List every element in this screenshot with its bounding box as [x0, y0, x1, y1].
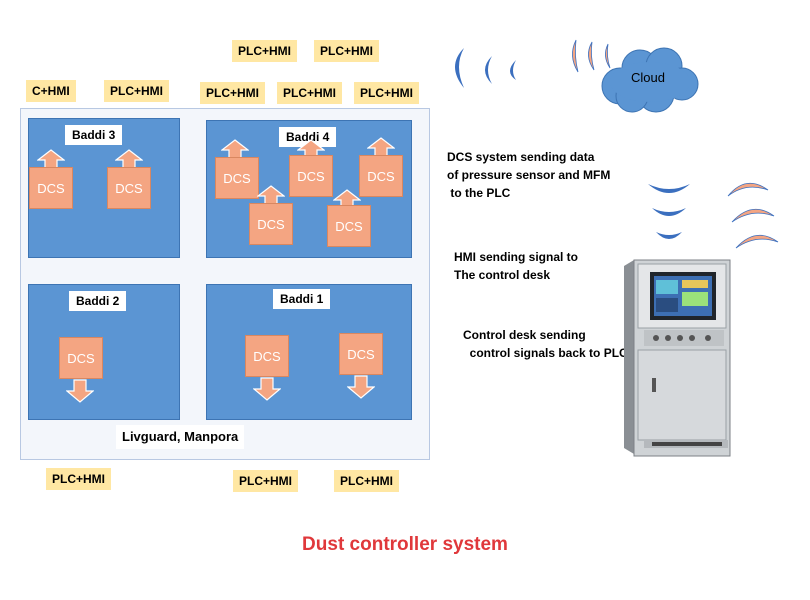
hmi-note: HMI sending signal to The control desk [454, 250, 579, 282]
dcs-box: DCS [107, 167, 151, 209]
wireless-signal-icon [648, 184, 690, 239]
cloud-icon [601, 47, 699, 113]
plant-baddi-4: Baddi 4 DCS DCS DCS DCS DCS [206, 120, 412, 258]
dcs-box: DCS [245, 335, 289, 377]
dcs-box: DCS [29, 167, 73, 209]
plc-hmi-tag: PLC+HMI [232, 40, 298, 62]
wireless-signal-icon [572, 39, 611, 73]
plc-hmi-tag: PLC+HMI [334, 470, 400, 492]
plant-baddi-3: Baddi 3 DCS DCS [28, 118, 180, 258]
plant-baddi-2: Baddi 2 DCS [28, 284, 180, 420]
control-note: Control desk sending control signals bac… [463, 328, 628, 360]
plant-label: Baddi 1 [273, 289, 331, 309]
plc-hmi-tag: PLC+HMI [277, 82, 343, 104]
plc-hmi-tag: PLC+HMI [354, 82, 420, 104]
plant-label: Baddi 3 [65, 125, 123, 145]
wireless-signal-icon [455, 48, 516, 88]
down-arrow-icon [253, 377, 281, 401]
plc-hmi-tag: PLC+HMI [314, 40, 380, 62]
dcs-box: DCS [359, 155, 403, 197]
plc-hmi-tag: PLC+HMI [233, 470, 299, 492]
diagram-title: Dust controller system [302, 534, 508, 555]
dcs-box: DCS [215, 157, 259, 199]
dcs-box: DCS [327, 205, 371, 247]
dcs-box: DCS [249, 203, 293, 245]
cloud: Cloud [596, 44, 700, 114]
cloud-label: Cloud [631, 70, 665, 85]
control-desk-icon [624, 259, 731, 457]
site-label: Livguard, Manpora [116, 425, 245, 449]
plc-hmi-tag: PLC+HMI [46, 468, 112, 490]
wireless-signal-icon [727, 182, 779, 249]
plc-hmi-tag: PLC+HMI [200, 82, 266, 104]
dcs-box: DCS [339, 333, 383, 375]
plc-hmi-tag: PLC+HMI [104, 80, 170, 102]
dcs-note: DCS system sending data of pressure sens… [447, 150, 611, 200]
down-arrow-icon [347, 375, 375, 399]
dcs-box: DCS [289, 155, 333, 197]
down-arrow-icon [66, 379, 94, 403]
plant-baddi-1: Baddi 1 DCS DCS [206, 284, 412, 420]
plant-label: Baddi 4 [279, 127, 337, 147]
plant-label: Baddi 2 [69, 291, 127, 311]
plc-hmi-tag: C+HMI [26, 80, 76, 102]
dcs-box: DCS [59, 337, 103, 379]
